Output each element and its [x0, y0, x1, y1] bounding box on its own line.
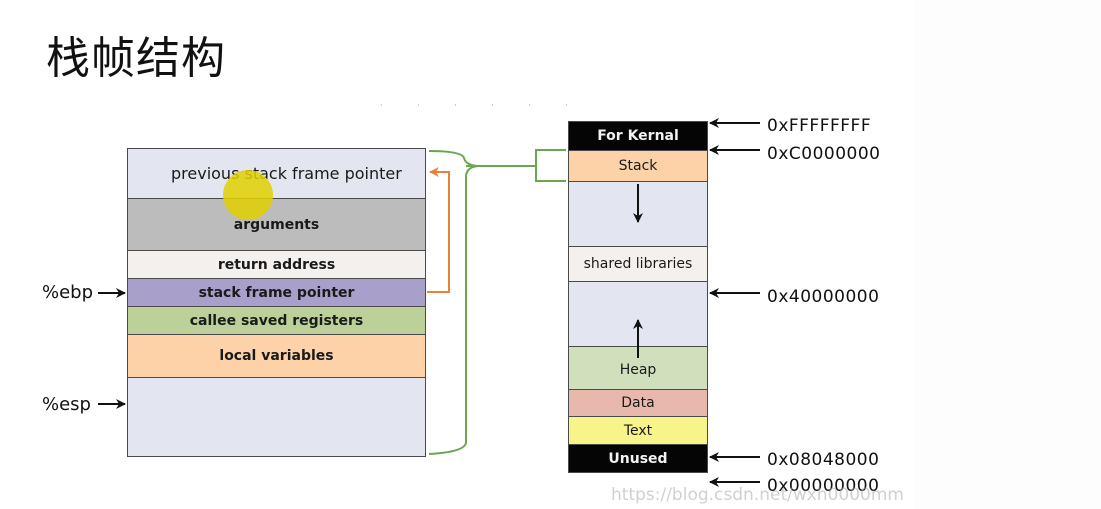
address-label-00000000: 0x00000000: [767, 476, 880, 496]
address-label-c0000000: 0xC0000000: [767, 144, 881, 164]
address-label-ffffffff: 0xFFFFFFFF: [767, 116, 872, 136]
segment-unused: Unused: [568, 444, 708, 473]
address-label-40000000: 0x40000000: [767, 287, 880, 307]
segment-stack: Stack: [568, 150, 708, 182]
address-label-08048000: 0x08048000: [767, 450, 880, 470]
segment-data: Data: [568, 389, 708, 417]
decorative-dots: · · · · · ·: [380, 101, 584, 110]
register-label-esp: %esp: [42, 394, 91, 415]
block-callee-saved-registers: callee saved registers: [127, 306, 426, 335]
stack-segment-bracket-icon: [535, 149, 566, 182]
block-stack-frame-pointer: stack frame pointer: [127, 278, 426, 307]
frame-pointer-link-arrow-icon: [427, 167, 450, 293]
watermark: https://blog.csdn.net/wxh0000mm: [611, 485, 904, 505]
background-panel: [915, 0, 1101, 509]
block-arguments: arguments: [127, 198, 426, 251]
stack-frame-bracket-icon: [428, 150, 481, 455]
block-free-space: [127, 377, 426, 457]
segment-for-kernal: For Kernal: [568, 121, 708, 151]
register-label-ebp: %ebp: [42, 282, 94, 303]
segment-shared-libraries: shared libraries: [568, 246, 708, 282]
block-return-address: return address: [127, 250, 426, 279]
block-local-variables: local variables: [127, 334, 426, 378]
cursor-highlight: [223, 170, 273, 220]
page-title: 栈帧结构: [46, 33, 226, 84]
